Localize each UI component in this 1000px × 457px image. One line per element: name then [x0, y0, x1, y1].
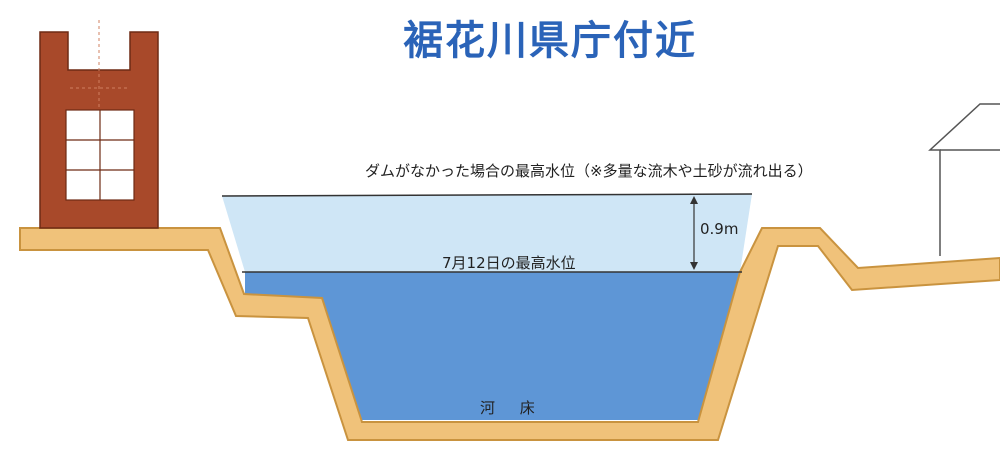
july12-max-level-label: 7月12日の最高水位 — [442, 254, 576, 272]
house-outline-icon — [928, 103, 1000, 256]
hypothetical-water-band — [222, 194, 752, 272]
level-difference-arrow — [690, 196, 698, 270]
riverbed-label: 河 床 — [480, 399, 545, 417]
actual-water-body — [245, 272, 740, 420]
riverbank-ground — [19, 227, 1000, 441]
no-dam-max-level-label: ダムがなかった場合の最高水位（※多量な流木や土砂が流れ出る） — [365, 162, 813, 180]
diagram-title: 裾花川県庁付近 — [403, 17, 697, 64]
level-difference-label: 0.9m — [700, 220, 739, 238]
prefectural-office-building-icon — [39, 20, 159, 229]
no-dam-level-line — [221, 193, 753, 197]
